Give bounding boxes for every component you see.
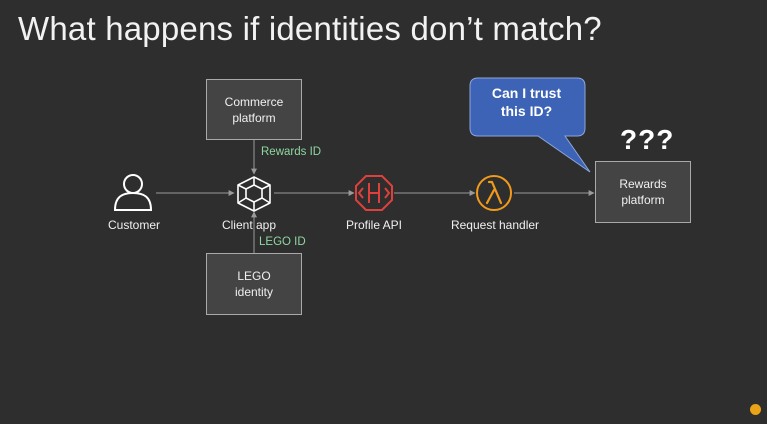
api-gateway-icon xyxy=(355,175,393,211)
lambda-icon xyxy=(476,175,512,211)
question-marks: ??? xyxy=(620,124,675,155)
rewards-id-label: Rewards ID xyxy=(261,146,322,158)
slide-title: What happens if identities don’t match? xyxy=(18,10,602,47)
commerce-platform-box: Commerce platform xyxy=(206,79,302,140)
customer-label: Customer xyxy=(107,218,161,232)
cube-icon xyxy=(237,176,271,212)
client-app-label: Client app xyxy=(221,218,277,232)
rewards-platform-box: Rewards platform xyxy=(595,161,691,223)
callout-bubble xyxy=(469,77,591,173)
lego-identity-box: LEGO identity xyxy=(206,253,302,315)
profile-api-label: Profile API xyxy=(345,218,403,232)
lego-id-label: LEGO ID xyxy=(259,236,306,248)
user-icon xyxy=(113,174,153,211)
page-indicator-dot xyxy=(750,404,761,415)
request-handler-label: Request handler xyxy=(450,218,540,232)
callout-text: Can I trust this ID? xyxy=(491,85,562,119)
